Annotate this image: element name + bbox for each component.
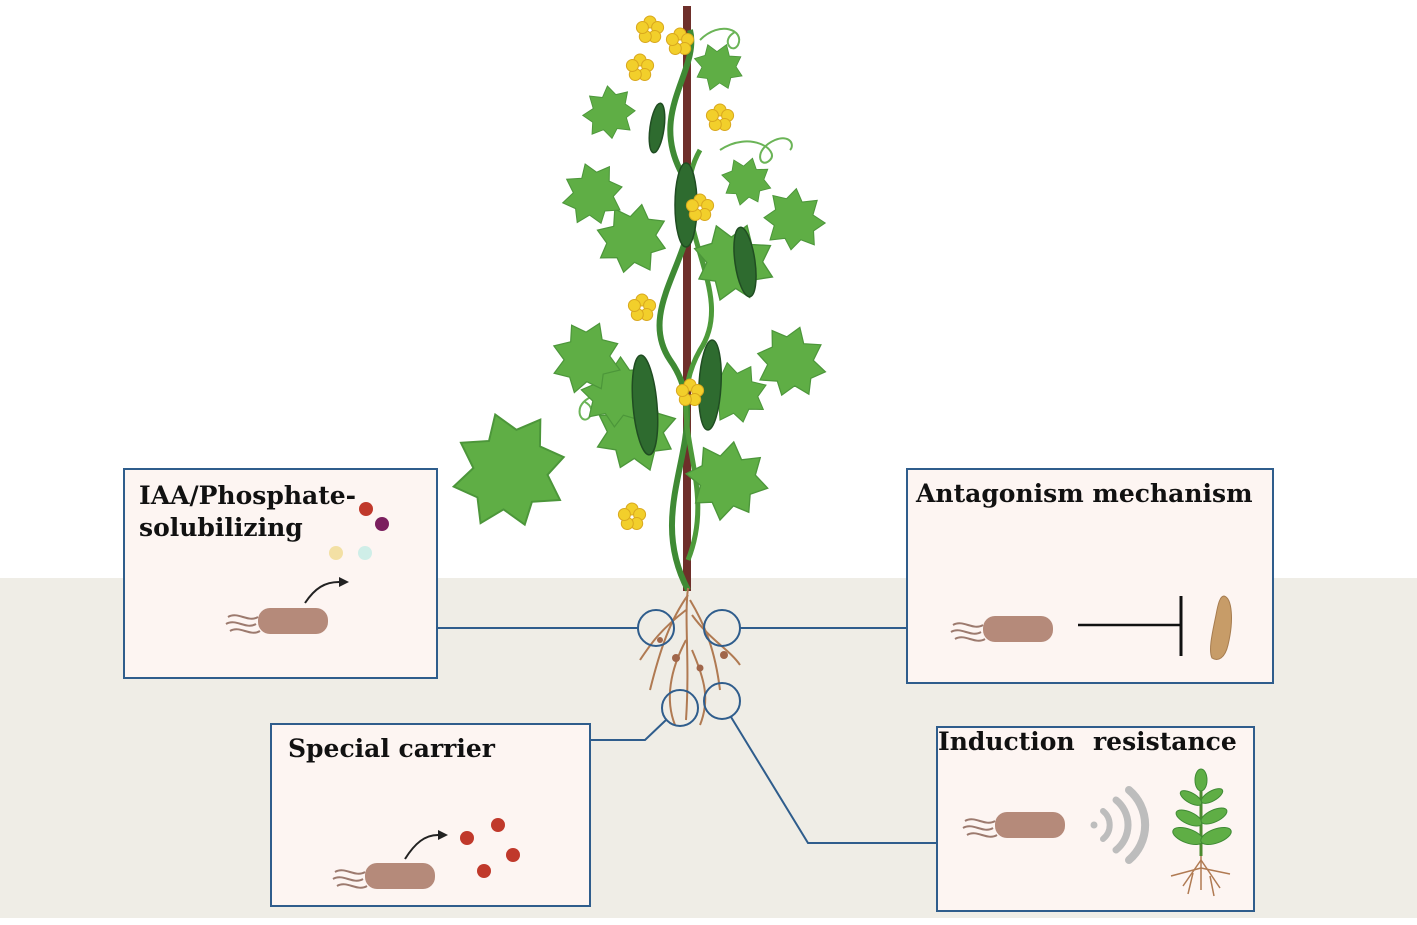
antagonism-box: Antagonism mechanism (906, 468, 1274, 684)
carrier-molecule-icon (506, 848, 520, 862)
molecule-icon (329, 546, 343, 560)
signal-waves-icon (1090, 786, 1150, 864)
cucumber-plant-icon (430, 6, 840, 726)
induction-title-word2: resistance (1093, 727, 1237, 756)
rod-bacterium-icon (332, 862, 436, 890)
carrier-title: Special carrier (288, 734, 495, 763)
rod-bacterium-icon (225, 607, 329, 635)
iaa-phosphate-box: IAA/Phosphate- solubilizing (123, 468, 438, 679)
iaa-title-line1: IAA/Phosphate- (139, 481, 357, 510)
induction-title-word1: Induction (938, 727, 1075, 756)
connector-induction (730, 716, 937, 844)
molecule-icon (375, 517, 389, 531)
antagonism-title: Antagonism mechanism (916, 479, 1253, 508)
carrier-molecule-icon (477, 864, 491, 878)
special-carrier-box: Special carrier (270, 723, 591, 907)
connector-carrier (590, 719, 667, 741)
iaa-title-line2: solubilizing (139, 513, 303, 542)
carrier-molecule-icon (460, 831, 474, 845)
larva-pathogen-icon (1210, 595, 1232, 660)
support-stake (683, 6, 691, 591)
seedling-icon (1170, 768, 1232, 897)
secretion-arrow-icon (304, 581, 340, 604)
induction-illustration (962, 768, 1232, 897)
secretion-arrow-icon (404, 834, 439, 860)
molecule-icon (358, 546, 372, 560)
induction-resistance-box: Induction resistance (936, 726, 1255, 912)
molecule-icon (359, 502, 373, 516)
carrier-illustration (332, 818, 520, 890)
rod-bacterium-icon (962, 811, 1066, 839)
carrier-molecule-icon (491, 818, 505, 832)
rod-bacterium-icon (950, 615, 1054, 643)
inhibition-arrow-icon (1078, 596, 1183, 656)
root-zone-circle-lower-right (703, 682, 741, 720)
root-zone-circle-right (703, 609, 741, 647)
iaa-illustration (225, 502, 389, 635)
root-zone-circle-lower-left (661, 689, 699, 727)
antagonism-illustration (950, 595, 1232, 660)
